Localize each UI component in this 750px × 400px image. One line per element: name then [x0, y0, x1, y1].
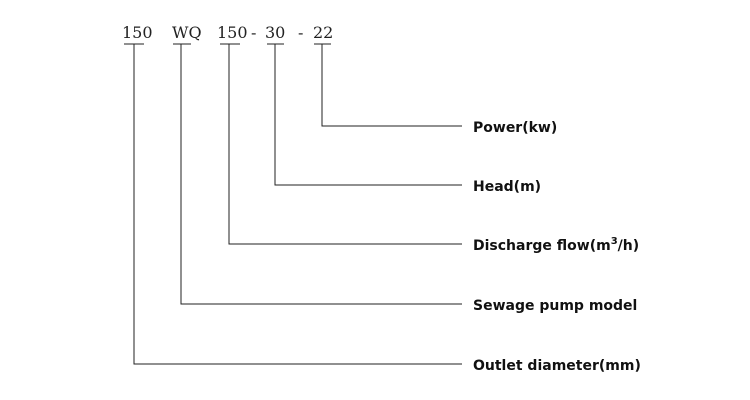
leader-power — [321, 44, 462, 127]
leader-outlet — [133, 44, 462, 365]
code-model: WQ — [172, 23, 202, 42]
label-head: Head(m) — [473, 179, 541, 195]
code-flow: 150 — [217, 23, 248, 42]
label-outlet-diameter: Outlet diameter(mm) — [473, 358, 641, 374]
code-head: 30 — [265, 23, 285, 42]
label-flow-superscript: 3 — [611, 236, 618, 247]
code-outlet-diameter: 150 — [122, 23, 153, 42]
code-separator-2: - — [298, 23, 303, 42]
code-power: 22 — [313, 23, 333, 42]
leader-flow — [228, 44, 462, 245]
label-flow-suffix: /h) — [618, 238, 639, 254]
label-flow-prefix: Discharge flow(m — [473, 238, 611, 254]
code-separator-1: - — [251, 23, 256, 42]
leader-model — [180, 44, 462, 305]
label-sewage-pump-model: Sewage pump model — [473, 298, 637, 314]
leader-head — [274, 44, 462, 186]
label-power: Power(kw) — [473, 120, 557, 136]
label-discharge-flow: Discharge flow(m3/h) — [473, 236, 639, 254]
